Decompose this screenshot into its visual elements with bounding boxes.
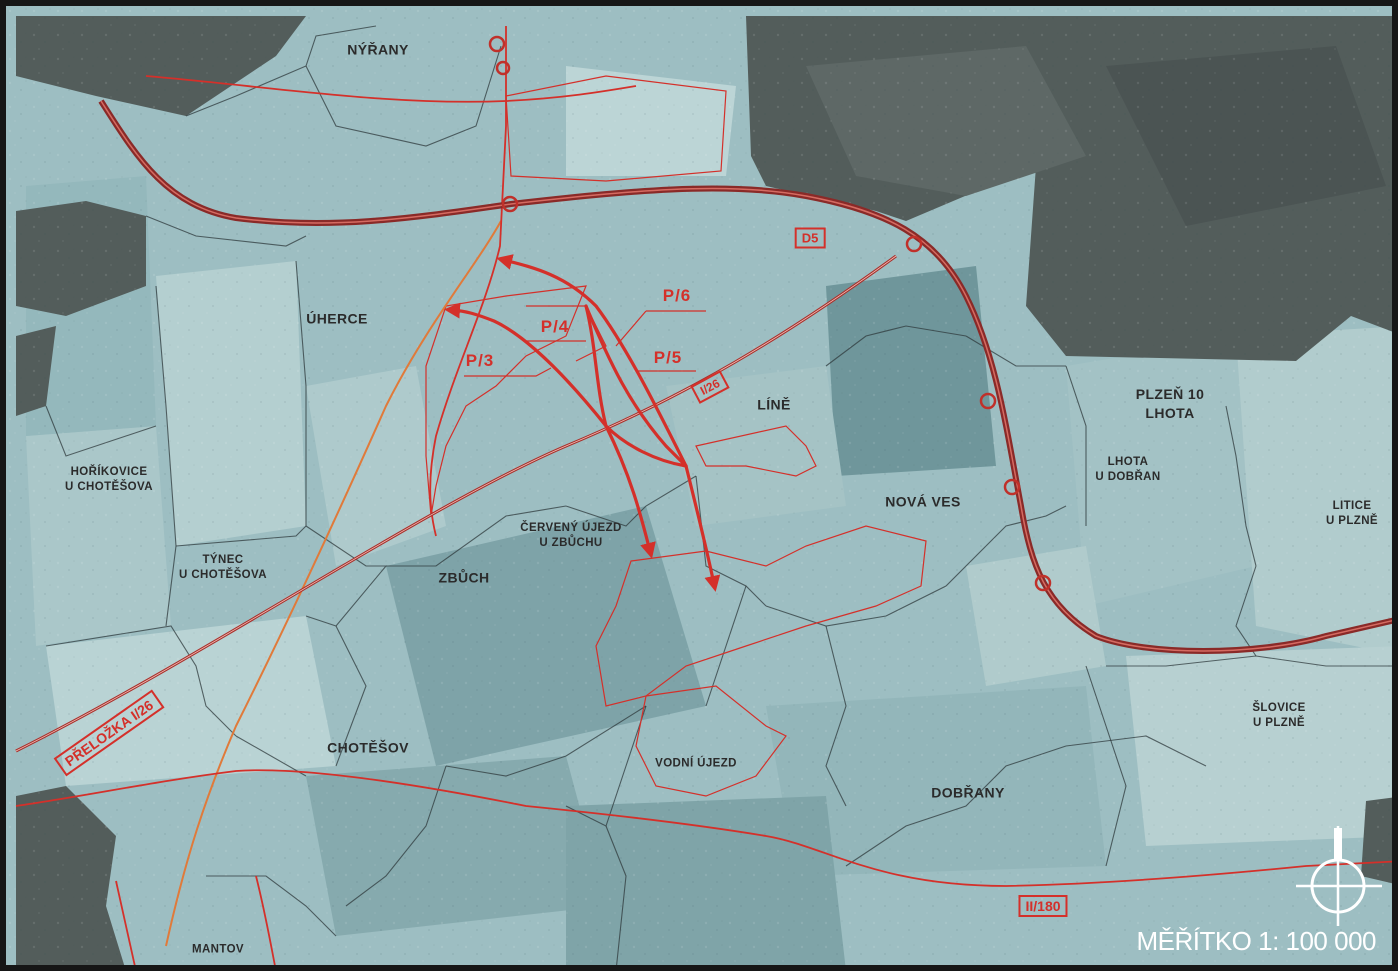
label-nova-ves: NOVÁ VES (885, 493, 961, 510)
label-plzen10: PLZEŇ 10 LHOTA (1135, 386, 1205, 421)
label-lhota-dobran: LHOTA U DOBŘAN (1095, 456, 1161, 483)
label-route-p5[interactable]: P/5 (653, 348, 683, 367)
label-uherce: ÚHERCE (306, 310, 368, 327)
label-vodni-ujezd: VODNÍ ÚJEZD (655, 757, 737, 770)
label-chotesov: CHOTĚŠOV (327, 739, 409, 756)
route-variant-arrows (444, 254, 721, 592)
cadastral-boundaries (45, 25, 1392, 965)
terrain-texture (6, 6, 1392, 965)
label-slovice: ŠLOVICE U PLZNĚ (1252, 702, 1306, 729)
map-scale: MĚŘÍTKO 1: 100 000 (1136, 926, 1376, 956)
label-zbuch: ZBŮCH (438, 569, 490, 586)
route-p5-arrow[interactable] (684, 464, 721, 592)
route-link-b (584, 304, 688, 468)
crosshair-north-icon (1296, 826, 1382, 926)
road-i26 (15, 254, 897, 753)
label-cerveny-ujezd: ČERVENÝ ÚJEZD U ZBŮCHU (520, 522, 622, 549)
road-label-d5: D5 (794, 227, 826, 249)
route-p3-arrow[interactable] (444, 302, 608, 428)
label-route-p4[interactable]: P/4 (540, 317, 570, 336)
label-tynec: TÝNEC U CHOTĚŠOVA (179, 554, 267, 581)
label-dobrany: DOBŘANY (931, 784, 1005, 801)
junction-markers (488, 35, 1052, 592)
road-label-ii180: II/180 (1018, 895, 1068, 917)
label-nyrany: NÝŘANY (347, 41, 409, 58)
label-litice: LITICE U PLZNĚ (1326, 500, 1378, 527)
label-route-p3[interactable]: P/3 (465, 351, 495, 370)
label-line: LÍNĚ (757, 396, 791, 413)
route-link-a (584, 304, 688, 468)
highway-d5 (98, 99, 1392, 654)
route-p6-arrow[interactable] (496, 254, 688, 468)
railway-line (165, 220, 502, 947)
map-canvas[interactable] (6, 6, 1398, 971)
label-route-p6[interactable]: P/6 (662, 286, 692, 305)
roads-minor (15, 26, 1392, 965)
route-label-underlines (464, 310, 706, 377)
route-p4-arrow[interactable] (604, 424, 656, 559)
label-horikovice: HOŘÍKOVICE U CHOTĚŠOVA (65, 466, 153, 493)
label-mantov: MANTOV (191, 943, 245, 956)
